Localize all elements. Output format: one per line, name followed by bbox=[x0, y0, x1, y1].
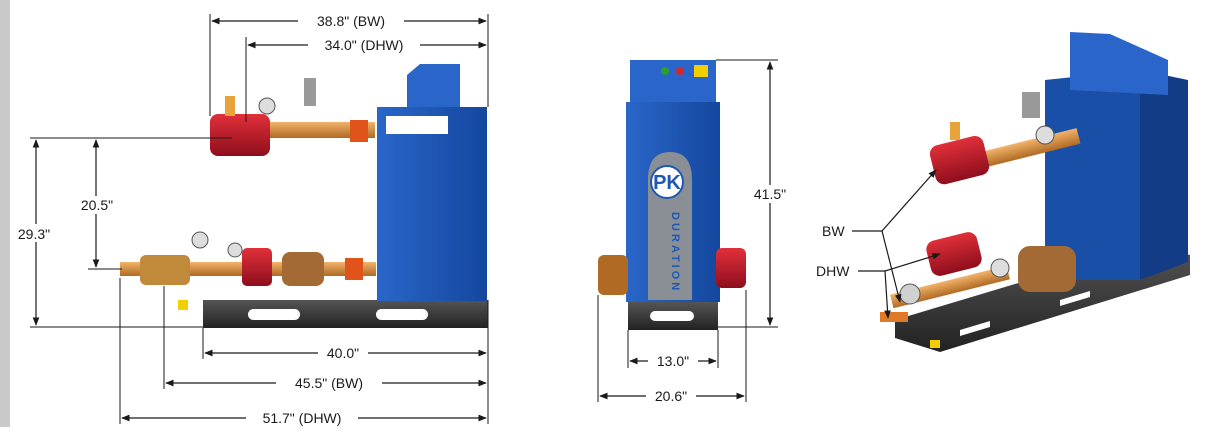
frame-slot bbox=[960, 321, 990, 336]
dim-height-between: 20.5" bbox=[81, 197, 113, 213]
iso-cabinet-front bbox=[1045, 70, 1140, 280]
iso-valve bbox=[899, 283, 921, 305]
lower-coupling bbox=[345, 258, 363, 280]
cabinet bbox=[377, 107, 487, 301]
brand-name: DURATION bbox=[669, 212, 681, 293]
label-dhw: DHW bbox=[816, 263, 850, 279]
upper-coupling bbox=[350, 120, 368, 142]
iso-lower-body bbox=[1018, 246, 1076, 292]
pk-logo-text: PK bbox=[653, 172, 681, 194]
frame-slot bbox=[1060, 291, 1090, 306]
dim-base-length: 40.0" bbox=[327, 345, 359, 361]
iso-lower-pump bbox=[926, 232, 982, 276]
gauge bbox=[990, 258, 1010, 278]
gauge bbox=[1035, 125, 1055, 145]
sensor bbox=[304, 78, 316, 106]
lower-valve bbox=[140, 255, 190, 285]
dim-length-bw: 45.5" (BW) bbox=[295, 375, 363, 391]
iso-sensor bbox=[1022, 92, 1040, 118]
frame-slot bbox=[248, 309, 300, 320]
dim-front-width-outer: 20.6" bbox=[655, 388, 687, 404]
gauge bbox=[191, 231, 209, 249]
upper-pump bbox=[210, 114, 270, 156]
control-box bbox=[407, 64, 460, 107]
gauge bbox=[227, 242, 243, 258]
dim-width-dhw: 34.0" (DHW) bbox=[325, 37, 404, 53]
cabinet-label-plate bbox=[386, 116, 448, 134]
warning-label bbox=[694, 65, 708, 77]
dim-height-total: 29.3" bbox=[18, 226, 50, 242]
iso-pipe-end bbox=[880, 312, 908, 322]
frame-slot bbox=[650, 311, 694, 321]
base-frame bbox=[203, 300, 488, 328]
front-left-pump bbox=[598, 255, 628, 295]
lower-body bbox=[282, 252, 324, 286]
lower-pump bbox=[242, 248, 272, 286]
iso-relief-valve bbox=[950, 122, 960, 140]
page-edge bbox=[0, 0, 10, 427]
iso-upper-pipe bbox=[984, 128, 1081, 167]
relief-valve bbox=[225, 96, 235, 116]
upper-pipe bbox=[240, 122, 375, 138]
dim-front-width-inner: 13.0" bbox=[657, 353, 689, 369]
pk-logo-circle bbox=[650, 165, 684, 199]
iso-upper-pump bbox=[929, 135, 990, 185]
iso-cabinet-side bbox=[1140, 70, 1188, 280]
indicator-green bbox=[661, 67, 669, 75]
indicator-red bbox=[676, 67, 684, 75]
iso-lower-pipe bbox=[890, 265, 1010, 309]
front-view: PK DURATION 41.5" 13.0" 20.6" bbox=[597, 59, 796, 405]
label-bw: BW bbox=[822, 223, 845, 239]
frame-slot bbox=[376, 309, 428, 320]
iso-control-box bbox=[1070, 32, 1168, 95]
dim-front-height: 41.5" bbox=[754, 186, 786, 202]
iso-view: BW DHW bbox=[816, 32, 1190, 352]
iso-drain-handle bbox=[930, 340, 940, 348]
front-right-pump bbox=[716, 248, 746, 288]
side-view: 38.8" (BW) 34.0" (DHW) 29.3" 20.5" 40.0"… bbox=[10, 12, 489, 427]
drain-handle bbox=[178, 300, 188, 310]
dim-width-bw: 38.8" (BW) bbox=[317, 13, 385, 29]
gauge bbox=[258, 97, 276, 115]
dim-length-dhw: 51.7" (DHW) bbox=[263, 410, 342, 426]
